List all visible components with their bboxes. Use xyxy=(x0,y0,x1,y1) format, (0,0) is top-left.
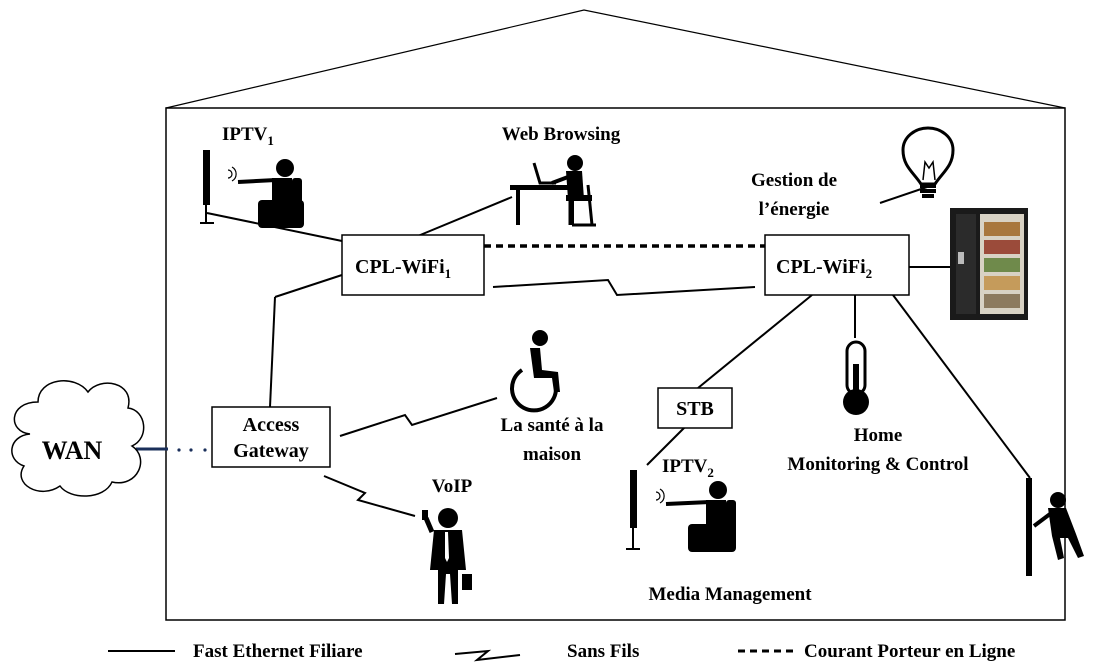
health-label-line2: maison xyxy=(523,444,582,465)
access-gateway-line1: Access xyxy=(243,414,300,436)
legend: Fast Ethernet Filiare Sans Fils Courant … xyxy=(108,641,1015,662)
wan-dots xyxy=(177,448,207,452)
access-gateway-box xyxy=(211,406,331,468)
thermometer-icon xyxy=(818,338,893,420)
media-management-label: Media Management xyxy=(648,584,812,605)
legend-plc-label: Courant Porteur en Ligne xyxy=(804,641,1015,662)
door-intruder-icon xyxy=(1026,478,1084,576)
legend-wireless-sample xyxy=(454,649,521,662)
home-label-line1: Home xyxy=(854,425,903,446)
house-walls xyxy=(165,107,1066,621)
computer-user-icon xyxy=(510,155,596,227)
legend-wired-label: Fast Ethernet Filiare xyxy=(193,641,363,662)
cpl-wifi-2-box xyxy=(764,234,910,296)
access-gateway-line2: Gateway xyxy=(233,440,309,462)
web-browsing-label: Web Browsing xyxy=(502,124,621,145)
phone-user-icon xyxy=(422,508,472,604)
wireless-links xyxy=(323,278,756,517)
stb-label: STB xyxy=(676,398,714,420)
cpl-wifi-1-label: CPL-WiFi1 xyxy=(355,256,451,281)
iptv1-label: IPTV1 xyxy=(222,124,274,148)
legend-wireless-label: Sans Fils xyxy=(567,641,639,662)
light-bulb-icon xyxy=(901,126,955,198)
house-roof xyxy=(165,9,1066,109)
refrigerator-icon xyxy=(950,208,1028,320)
energy-label-line1: Gestion de xyxy=(751,170,837,191)
cpl-wifi-2-label: CPL-WiFi2 xyxy=(776,256,872,281)
wheelchair-user-icon xyxy=(510,330,560,413)
wired-links xyxy=(206,185,1031,479)
tv-viewer-icon xyxy=(626,470,736,552)
health-label-line1: La santé à la xyxy=(501,415,604,436)
energy-label-line2: l’énergie xyxy=(759,199,830,220)
cloud-icon xyxy=(11,380,145,497)
voip-label: VoIP xyxy=(432,476,473,497)
tv-viewer-icon xyxy=(200,150,304,228)
stb-box xyxy=(657,387,733,429)
wan-label: WAN xyxy=(42,436,103,465)
home-label-line2: Monitoring & Control xyxy=(787,454,968,475)
cpl-wifi-1-box xyxy=(341,234,485,296)
iptv2-label: IPTV2 xyxy=(662,456,714,480)
